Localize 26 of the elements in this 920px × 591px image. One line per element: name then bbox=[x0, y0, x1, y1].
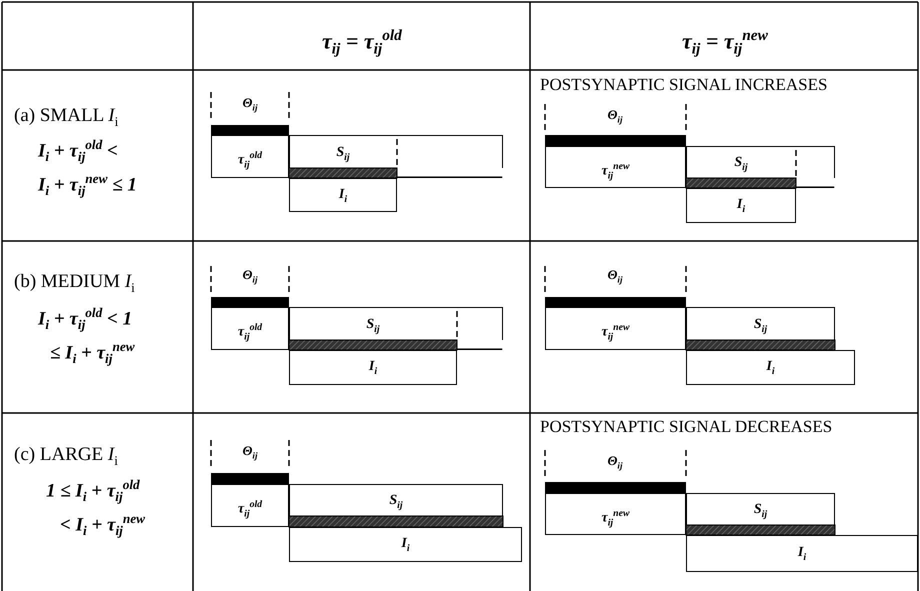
formula-text: I$_{i}$ + τ$_{ij}$$^{new}$ ≤ 1 bbox=[38, 172, 137, 199]
labeled-box: I$_{i}$ bbox=[289, 178, 397, 212]
labeled-box: S$_{ij}$ bbox=[289, 484, 503, 516]
labeled-box: I$_{i}$ bbox=[686, 535, 918, 572]
formula-text: I$_{i}$ + τ$_{ij}$$^{old}$ < 1 bbox=[38, 306, 132, 333]
row-label: (c) LARGE I$_{i}$ bbox=[14, 445, 118, 468]
theta-label: Θ$_{ij}$ bbox=[608, 108, 622, 125]
caption-text: POSTSYNAPTIC SIGNAL INCREASES bbox=[540, 76, 828, 95]
theta-label: Θ$_{ij}$ bbox=[608, 454, 622, 471]
theta-label: Θ$_{ij}$ bbox=[242, 268, 258, 285]
theta-label: Θ$_{ij}$ bbox=[242, 96, 258, 113]
labeled-box: I$_{i}$ bbox=[289, 350, 457, 385]
labeled-box: I$_{i}$ bbox=[686, 188, 796, 223]
labeled-box: S$_{ij}$ bbox=[686, 493, 835, 525]
labeled-box: S$_{ij}$ bbox=[289, 135, 503, 168]
labeled-box: S$_{ij}$ bbox=[686, 146, 835, 178]
labeled-box: I$_{i}$ bbox=[686, 350, 855, 385]
theta-label: Θ$_{ij}$ bbox=[608, 268, 622, 285]
theta-label: Θ$_{ij}$ bbox=[242, 444, 258, 461]
row-label: (a) SMALL I$_{i}$ bbox=[14, 106, 118, 130]
labeled-box: S$_{ij}$ bbox=[289, 307, 503, 340]
labeled-box: S$_{ij}$ bbox=[686, 307, 835, 340]
labeled-box: I$_{i}$ bbox=[289, 527, 522, 562]
caption-text: POSTSYNAPTIC SIGNAL DECREASES bbox=[540, 418, 832, 437]
formula-text: I$_{i}$ + τ$_{ij}$$^{old}$ < bbox=[38, 138, 118, 165]
row-label: (b) MEDIUM I$_{i}$ bbox=[14, 272, 135, 296]
